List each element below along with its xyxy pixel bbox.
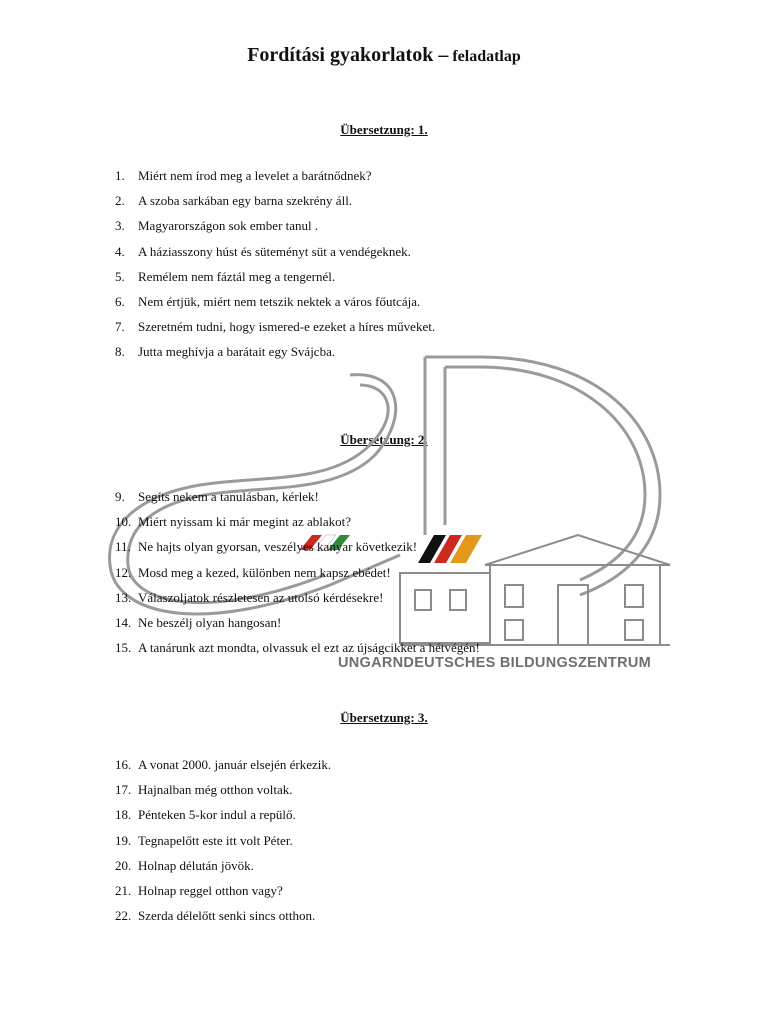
exercise-list-2: 9.Segíts nekem a tanulásban, kérlek! 10.… <box>115 484 480 660</box>
list-item: 9.Segíts nekem a tanulásban, kérlek! <box>115 489 319 504</box>
logo-d-inner <box>445 365 647 582</box>
list-item: 5.Remélem nem fáztál meg a tengernél. <box>115 268 336 284</box>
exercise-list-3: 16.A vonat 2000. január elsején érkezik.… <box>115 752 331 928</box>
title-sub: feladatlap <box>452 48 521 65</box>
list-item: 15.A tanárunk azt mondta, olvassuk el ez… <box>115 640 480 656</box>
title-main: Fordítási gyakorlatok – <box>247 44 449 66</box>
list-item: 20.Holnap délután jövök. <box>115 857 254 873</box>
logo-d-outer <box>425 355 662 597</box>
list-item: 18.Pénteken 5-kor indul a repülő. <box>115 807 296 823</box>
list-item: 22.Szerda délelőtt senki sincs otthon. <box>115 908 316 924</box>
list-item: 11.Ne hajts olyan gyorsan, veszélyes kan… <box>115 539 418 555</box>
flag-stripes-icon <box>300 534 482 563</box>
list-item: 4.A háziasszony húst és süteményt süt a … <box>115 243 411 259</box>
section-heading-1: Übersetzung: 1. <box>340 122 428 137</box>
page-title: Fordítási gyakorlatok – feladatlap <box>0 44 768 67</box>
list-item: 13.Válaszoljatok részletesen az utolsó k… <box>115 589 384 605</box>
list-item: 19.Tegnapelőtt este itt volt Péter. <box>115 832 293 848</box>
list-item: 16.A vonat 2000. január elsején érkezik. <box>115 757 332 772</box>
list-item: 8.Jutta meghívja a barátait egy Svájcba. <box>115 344 336 360</box>
list-item: 14.Ne beszélj olyan hangosan! <box>115 614 282 630</box>
list-item: 6.Nem értjük, miért nem tetszik nektek a… <box>115 293 421 309</box>
logo-swoosh <box>108 383 401 616</box>
school-logo-watermark: UNGARNDEUTSCHES BILDUNGSZENTRUM <box>108 355 671 671</box>
logo-caption: UNGARNDEUTSCHES BILDUNGSZENTRUM <box>338 655 651 671</box>
section-heading-2: Übersetzung: 2. <box>340 432 428 447</box>
list-item: 3.Magyarországon sok ember tanul . <box>115 218 319 234</box>
list-item: 10.Miért nyissam ki már megint az ablako… <box>115 514 351 530</box>
section-heading-3: Übersetzung: 3. <box>340 710 428 725</box>
list-item: 17.Hajnalban még otthon voltak. <box>115 782 293 798</box>
list-item: 21.Holnap reggel otthon vagy? <box>115 882 283 898</box>
exercise-list-1: 1.Miért nem írod meg a levelet a barátnő… <box>115 163 435 365</box>
building-icon <box>399 533 671 646</box>
list-item: 12.Mosd meg a kezed, különben nem kapsz … <box>115 564 391 580</box>
list-item: 2.A szoba sarkában egy barna szekrény ál… <box>115 193 353 209</box>
list-item: 7.Szeretném tudni, hogy ismered-e ezeket… <box>115 319 436 335</box>
list-item: 1.Miért nem írod meg a levelet a barátnő… <box>115 168 372 183</box>
